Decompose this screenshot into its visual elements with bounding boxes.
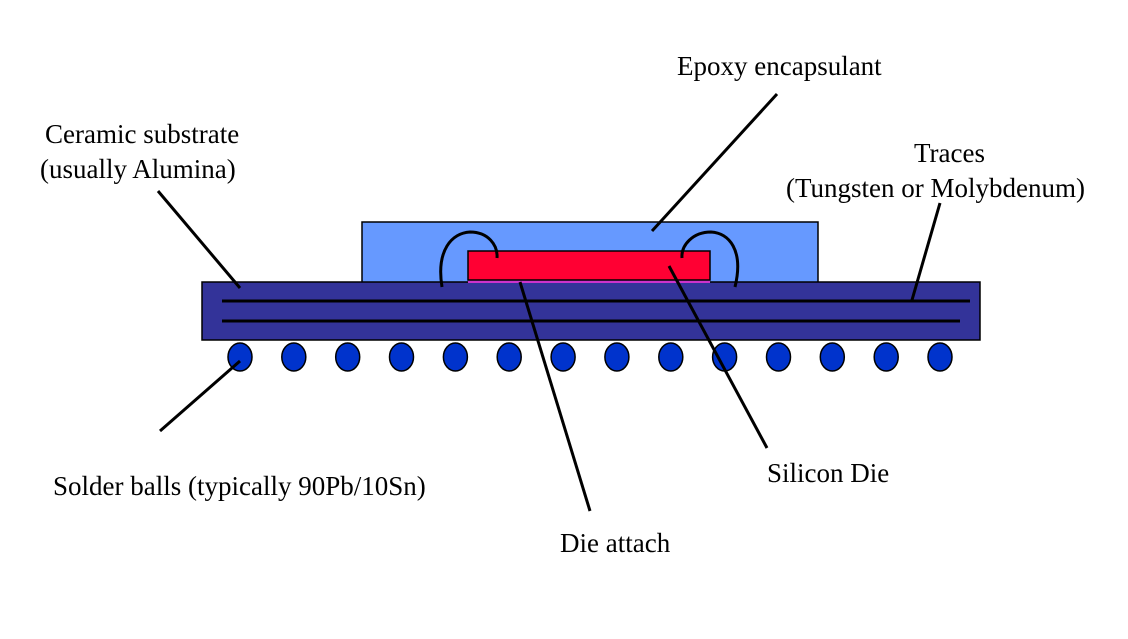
solder-balls [227,342,953,372]
leader-lines [156,92,942,512]
ceramic-substrate [201,281,981,341]
bond-wires [439,230,740,288]
bond-wire-left [439,230,499,288]
solder-ball [496,342,522,372]
label-epoxy-encapsulant: Epoxy encapsulant [677,51,882,81]
label-traces-material: (Tungsten or Molybdenum) [786,173,1085,203]
label-traces: Traces [914,138,985,168]
die-attach-layer [468,279,710,283]
solder-ball [442,342,469,372]
solder-ball [388,342,415,372]
leader-ceramic [156,190,242,289]
solder-ball [604,342,630,372]
solder-ball [765,342,792,372]
label-die-attach: Die attach [560,528,671,558]
leader-solder [159,359,241,433]
solder-ball [334,342,361,372]
solder-ball [550,342,576,372]
solder-ball [873,342,899,372]
label-silicon-die: Silicon Die [767,458,889,488]
label-ceramic-substrate-note: (usually Alumina) [40,154,236,184]
solder-ball [819,342,846,372]
solder-ball [281,342,307,372]
label-ceramic-substrate: Ceramic substrate [45,119,239,149]
bond-wire-right [680,230,740,288]
leader-epoxy [650,92,779,233]
label-solder-balls: Solder balls (typically 90Pb/10Sn) [53,471,426,501]
solder-ball [927,342,953,372]
leader-die-attach [518,281,592,512]
leader-traces [910,202,942,301]
solder-ball [658,342,684,372]
traces [222,299,970,323]
solder-ball [227,342,253,372]
silicon-die [467,250,711,281]
leader-silicon-die [667,265,769,449]
